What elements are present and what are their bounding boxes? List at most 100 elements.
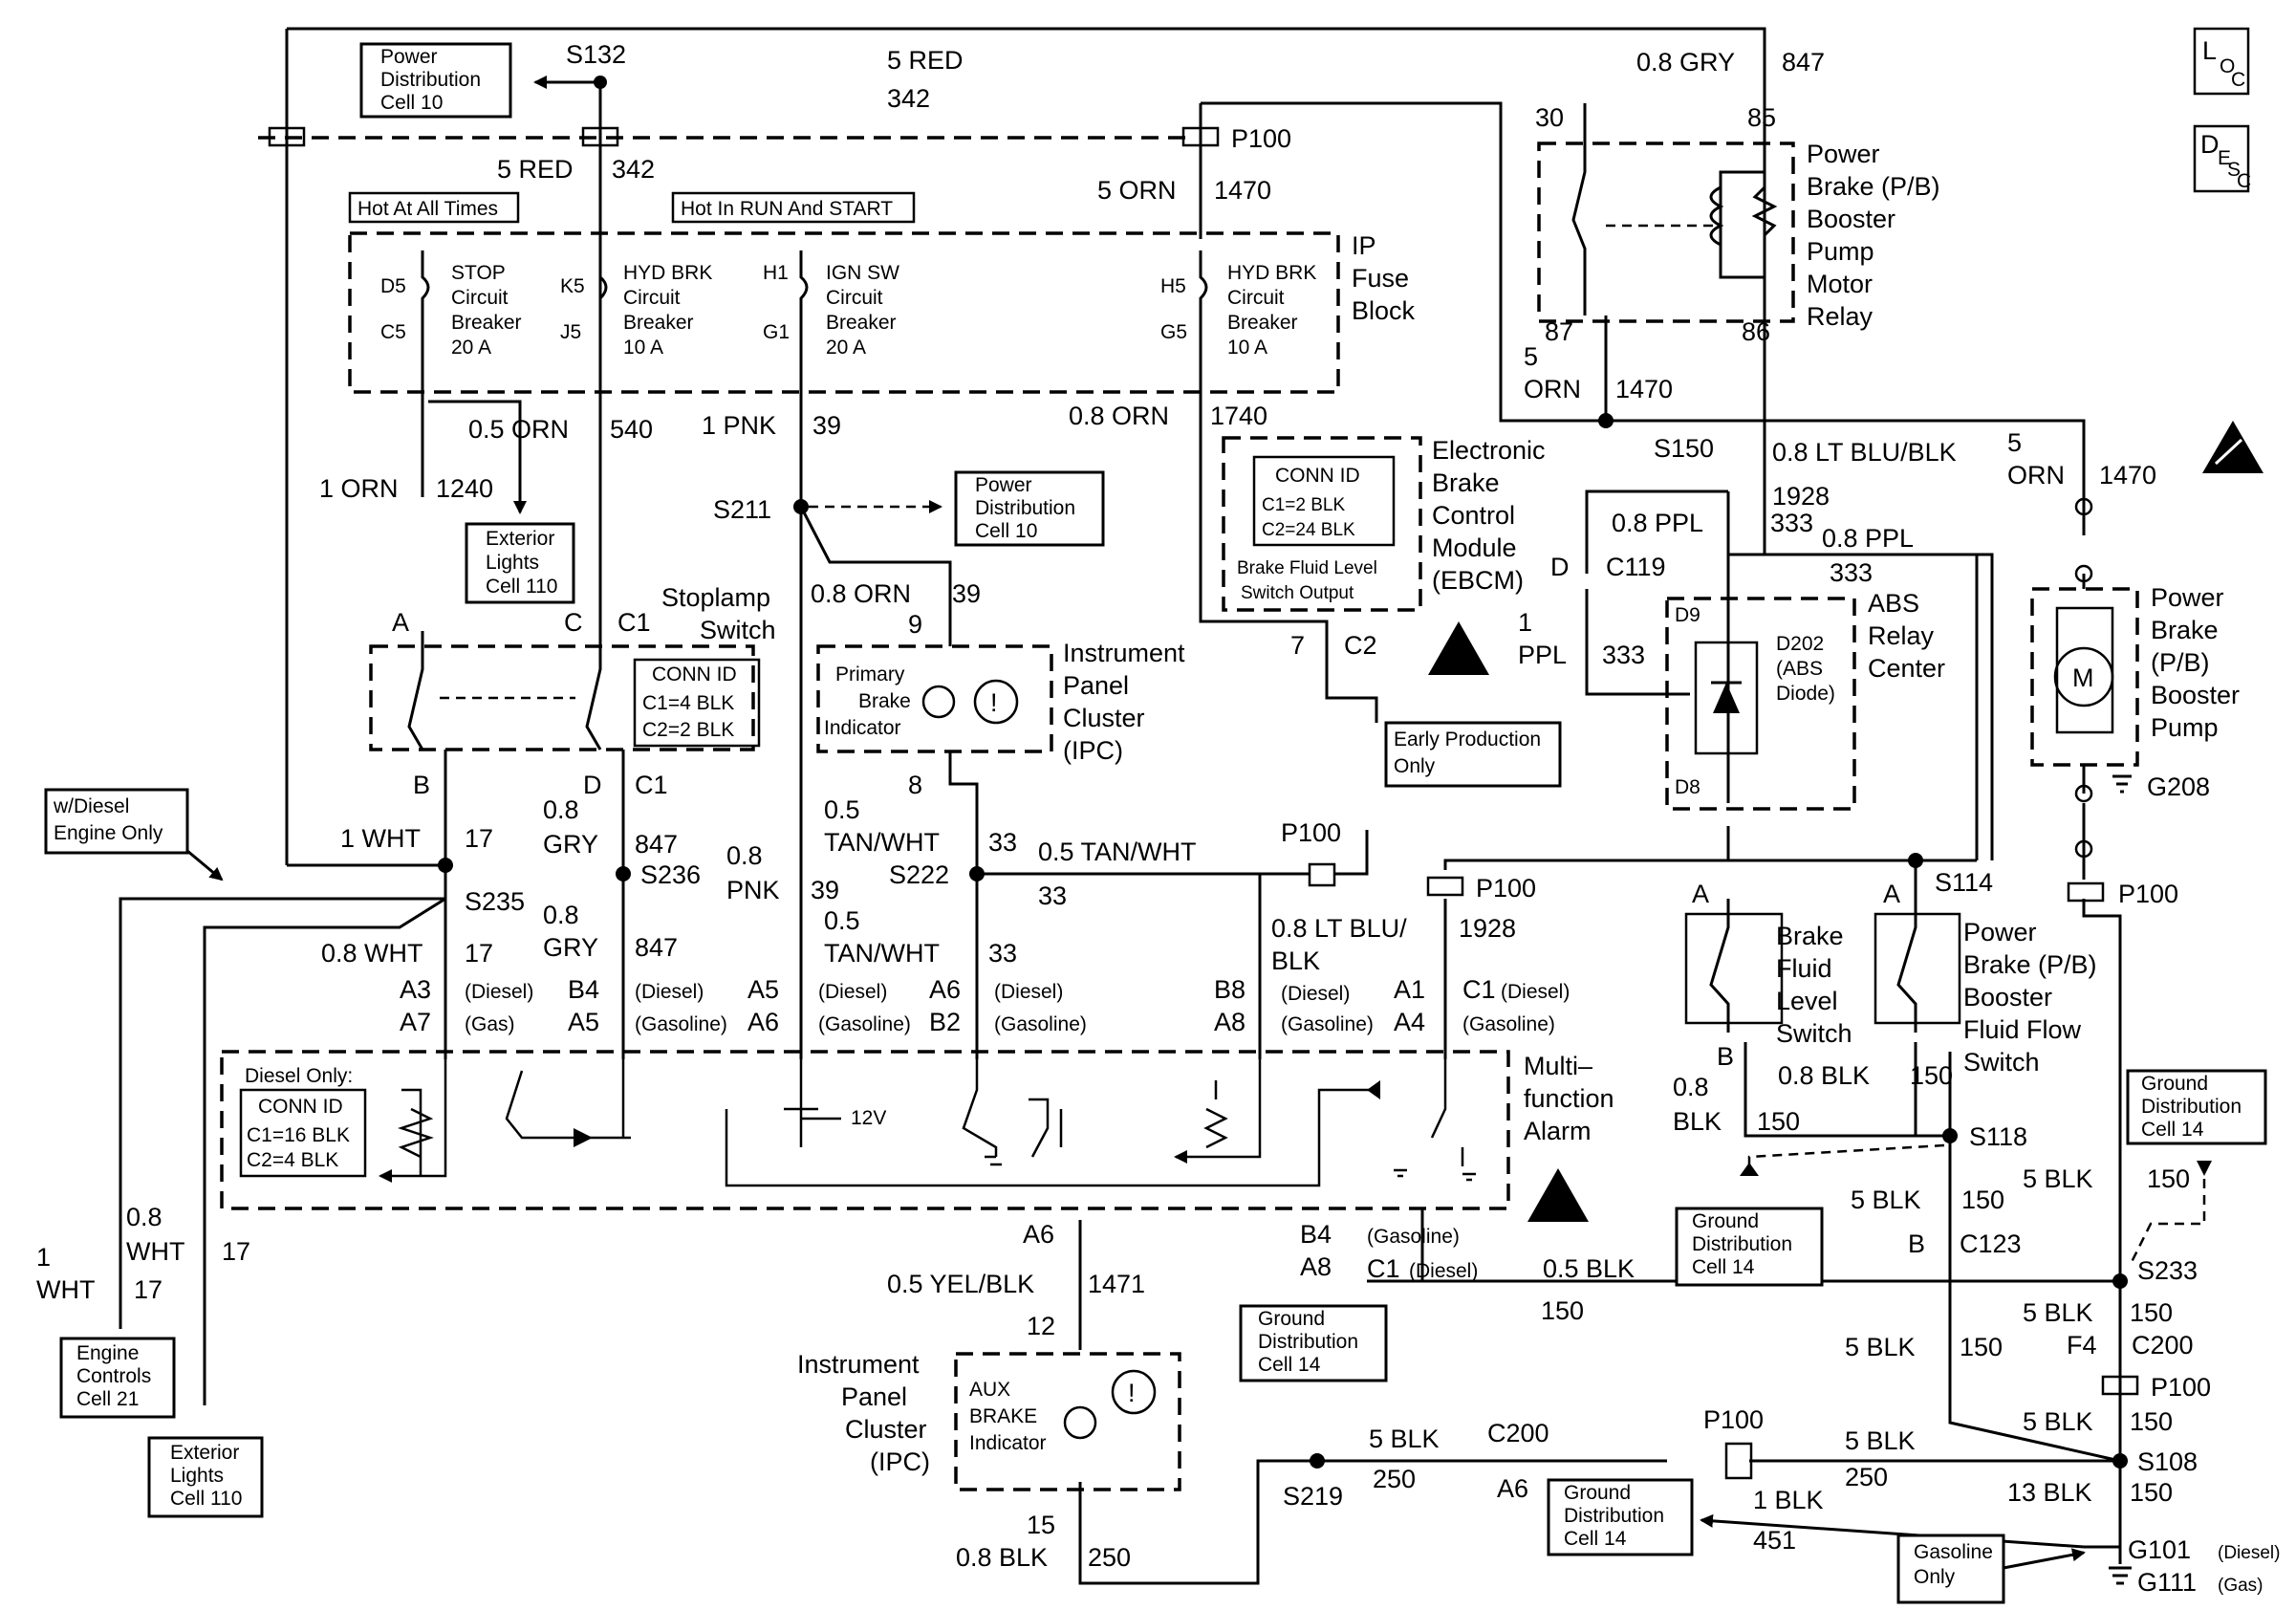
svg-text:G5: G5 <box>1160 321 1187 343</box>
early-production-box[interactable]: Early Production Only <box>1384 721 1562 788</box>
ebcm-d-wire <box>1585 490 1728 574</box>
p100-connector-center: P100 <box>1281 818 1341 887</box>
svg-text:Switch: Switch <box>1776 1019 1852 1048</box>
svg-text:85: 85 <box>1747 103 1776 132</box>
wire-label-17-left-b: 17 <box>134 1275 162 1304</box>
wire-label-1470: 1470 <box>1214 176 1271 205</box>
svg-text:S236: S236 <box>640 860 701 889</box>
wire-label-05tan-e: TAN/WHT <box>824 939 940 968</box>
svg-text:(IPC): (IPC) <box>1063 736 1123 765</box>
svg-text:Cluster: Cluster <box>845 1415 927 1444</box>
svg-text:C2=2 BLK: C2=2 BLK <box>642 719 734 741</box>
splice-s132: S132 <box>566 40 626 89</box>
wire-label-1240: 1240 <box>436 474 493 503</box>
wire-label-05tan-b: TAN/WHT <box>824 828 940 857</box>
svg-text:ABS: ABS <box>1868 589 1919 618</box>
ground-451-wire <box>1701 1520 2120 1549</box>
svg-text:Engine Only: Engine Only <box>54 822 163 844</box>
svg-text:STOP: STOP <box>451 262 506 284</box>
svg-text:Indicator: Indicator <box>824 717 901 739</box>
svg-text:P100: P100 <box>1231 124 1291 153</box>
svg-text:S222: S222 <box>889 860 949 889</box>
top-wires <box>258 27 1766 865</box>
svg-text:E: E <box>2218 147 2231 169</box>
gasoline-only-box[interactable]: Gasoline Only <box>1896 1534 2086 1604</box>
svg-text:Control: Control <box>1432 501 1515 530</box>
svg-text:CONN ID: CONN ID <box>1275 465 1360 487</box>
ground-g101-g111: G101 (Diesel) G111 (Gas) <box>2109 1535 2280 1597</box>
wire-label-5orn: 5 ORN <box>1097 176 1177 205</box>
svg-text:Exterior: Exterior <box>486 528 554 550</box>
svg-text:Switch: Switch <box>1963 1048 2040 1077</box>
esd-warning-icon <box>2202 421 2264 473</box>
svg-text:Cell 14: Cell 14 <box>1258 1354 1321 1376</box>
ground-distribution-cell14-box-2[interactable]: Ground Distribution Cell 14 <box>1547 1478 1694 1556</box>
exterior-lights-cell110-box-2[interactable]: Exterior Lights Cell 110 <box>147 1436 264 1518</box>
p100-connector-bottom: P100 <box>1703 1405 1764 1480</box>
svg-text:Power: Power <box>975 474 1032 496</box>
exterior-lights-cell110-box-1[interactable]: Exterior Lights Cell 110 <box>465 522 575 604</box>
diesel-engine-only-box[interactable]: w/Diesel Engine Only <box>44 788 224 881</box>
ground-distribution-cell14-box-3[interactable]: Ground Distribution Cell 14 <box>1675 1207 1824 1287</box>
svg-text:O: O <box>2220 55 2235 77</box>
wire-label-150-a: 150 <box>1757 1107 1800 1136</box>
svg-text:Circuit: Circuit <box>451 287 509 309</box>
fuse-hyd-brk-1: K5 J5 HYD BRK Circuit Breaker 10 A <box>560 250 712 631</box>
stoplamp-switch: CONN ID C1=4 BLK C2=2 BLK Stoplamp Switc… <box>369 583 776 799</box>
wire-label-540: 540 <box>610 415 653 444</box>
svg-text:S118: S118 <box>1969 1122 2027 1151</box>
bulkhead-connector-left <box>268 126 619 147</box>
svg-text:Early Production: Early Production <box>1394 729 1541 751</box>
svg-text:(Diesel): (Diesel) <box>2218 1543 2280 1563</box>
power-distribution-cell10-top[interactable]: Power Distribution Cell 10 <box>359 42 512 119</box>
svg-text:D9: D9 <box>1675 604 1700 626</box>
wire-label-1928: 1928 <box>1772 482 1830 511</box>
hot-at-all-times-label: Hot At All Times <box>348 191 520 224</box>
wire-label-17: 17 <box>465 824 493 853</box>
power-distribution-cell10-mid[interactable]: Power Distribution Cell 10 <box>954 470 1105 547</box>
svg-text:87: 87 <box>1545 317 1573 346</box>
ground-distribution-cell14-box-4[interactable]: Ground Distribution Cell 14 <box>2126 1069 2267 1145</box>
wire-label-1wht-left-b: WHT <box>36 1275 95 1304</box>
svg-text:Stoplamp: Stoplamp <box>661 583 770 612</box>
svg-text:S114: S114 <box>1935 868 1993 897</box>
wire-label-333-b: 333 <box>1602 641 1645 669</box>
abs-relay-center: D9 D8 D202 (ABS Diode) ABS Relay Center <box>1665 491 1979 860</box>
loc-icon[interactable]: L O C <box>2193 27 2250 96</box>
svg-text:C1: C1 <box>635 771 668 799</box>
engine-controls-cell21-box[interactable]: Engine Controls Cell 21 <box>59 1337 176 1419</box>
svg-text:B4: B4 <box>568 975 599 1004</box>
wire-label-1ppl-b: PPL <box>1518 641 1567 669</box>
hot-in-run-start-label: Hot In RUN And START <box>671 191 916 224</box>
svg-text:Only: Only <box>1394 755 1436 777</box>
svg-text:Module: Module <box>1432 533 1517 562</box>
wire-label-250-c: 250 <box>1845 1463 1888 1491</box>
svg-text:Brake: Brake <box>858 690 911 712</box>
svg-text:Cell 21: Cell 21 <box>76 1388 139 1410</box>
splice-s118: S118 <box>1942 1122 2027 1151</box>
svg-text:Breaker: Breaker <box>451 312 522 334</box>
svg-text:(Diesel): (Diesel) <box>635 981 704 1003</box>
svg-text:D202: D202 <box>1776 633 1824 655</box>
connector-c123: C123 <box>1960 1229 2022 1258</box>
svg-text:Brake: Brake <box>2151 616 2219 644</box>
svg-text:(Gasoline): (Gasoline) <box>635 1013 727 1035</box>
svg-text:Alarm: Alarm <box>1524 1117 1592 1145</box>
svg-text:Indicator: Indicator <box>969 1432 1047 1454</box>
wire-label-1928-b: 1928 <box>1459 914 1516 943</box>
connector-c200-b: C200 <box>2132 1331 2194 1360</box>
svg-text:Exterior: Exterior <box>170 1442 239 1464</box>
svg-text:Brake (P/B): Brake (P/B) <box>1963 950 2097 979</box>
brake-fluid-level-switch: A B Brake Fluid Level Switch <box>1684 880 1852 1071</box>
svg-text:Breaker: Breaker <box>623 312 694 334</box>
desc-icon[interactable]: D E S C <box>2193 124 2251 193</box>
splice-s150: S150 <box>1598 413 1714 463</box>
svg-text:A: A <box>1883 880 1900 908</box>
wire-label-39-c: 39 <box>811 876 839 904</box>
ground-distribution-cell14-box-1[interactable]: Ground Distribution Cell 14 <box>1239 1304 1388 1382</box>
pin-7: 7 <box>1290 631 1305 660</box>
splice-s114: S114 <box>1908 853 1993 897</box>
svg-text:HYD BRK: HYD BRK <box>623 262 712 284</box>
svg-text:S150: S150 <box>1654 434 1714 463</box>
svg-text:Motor: Motor <box>1807 270 1873 298</box>
